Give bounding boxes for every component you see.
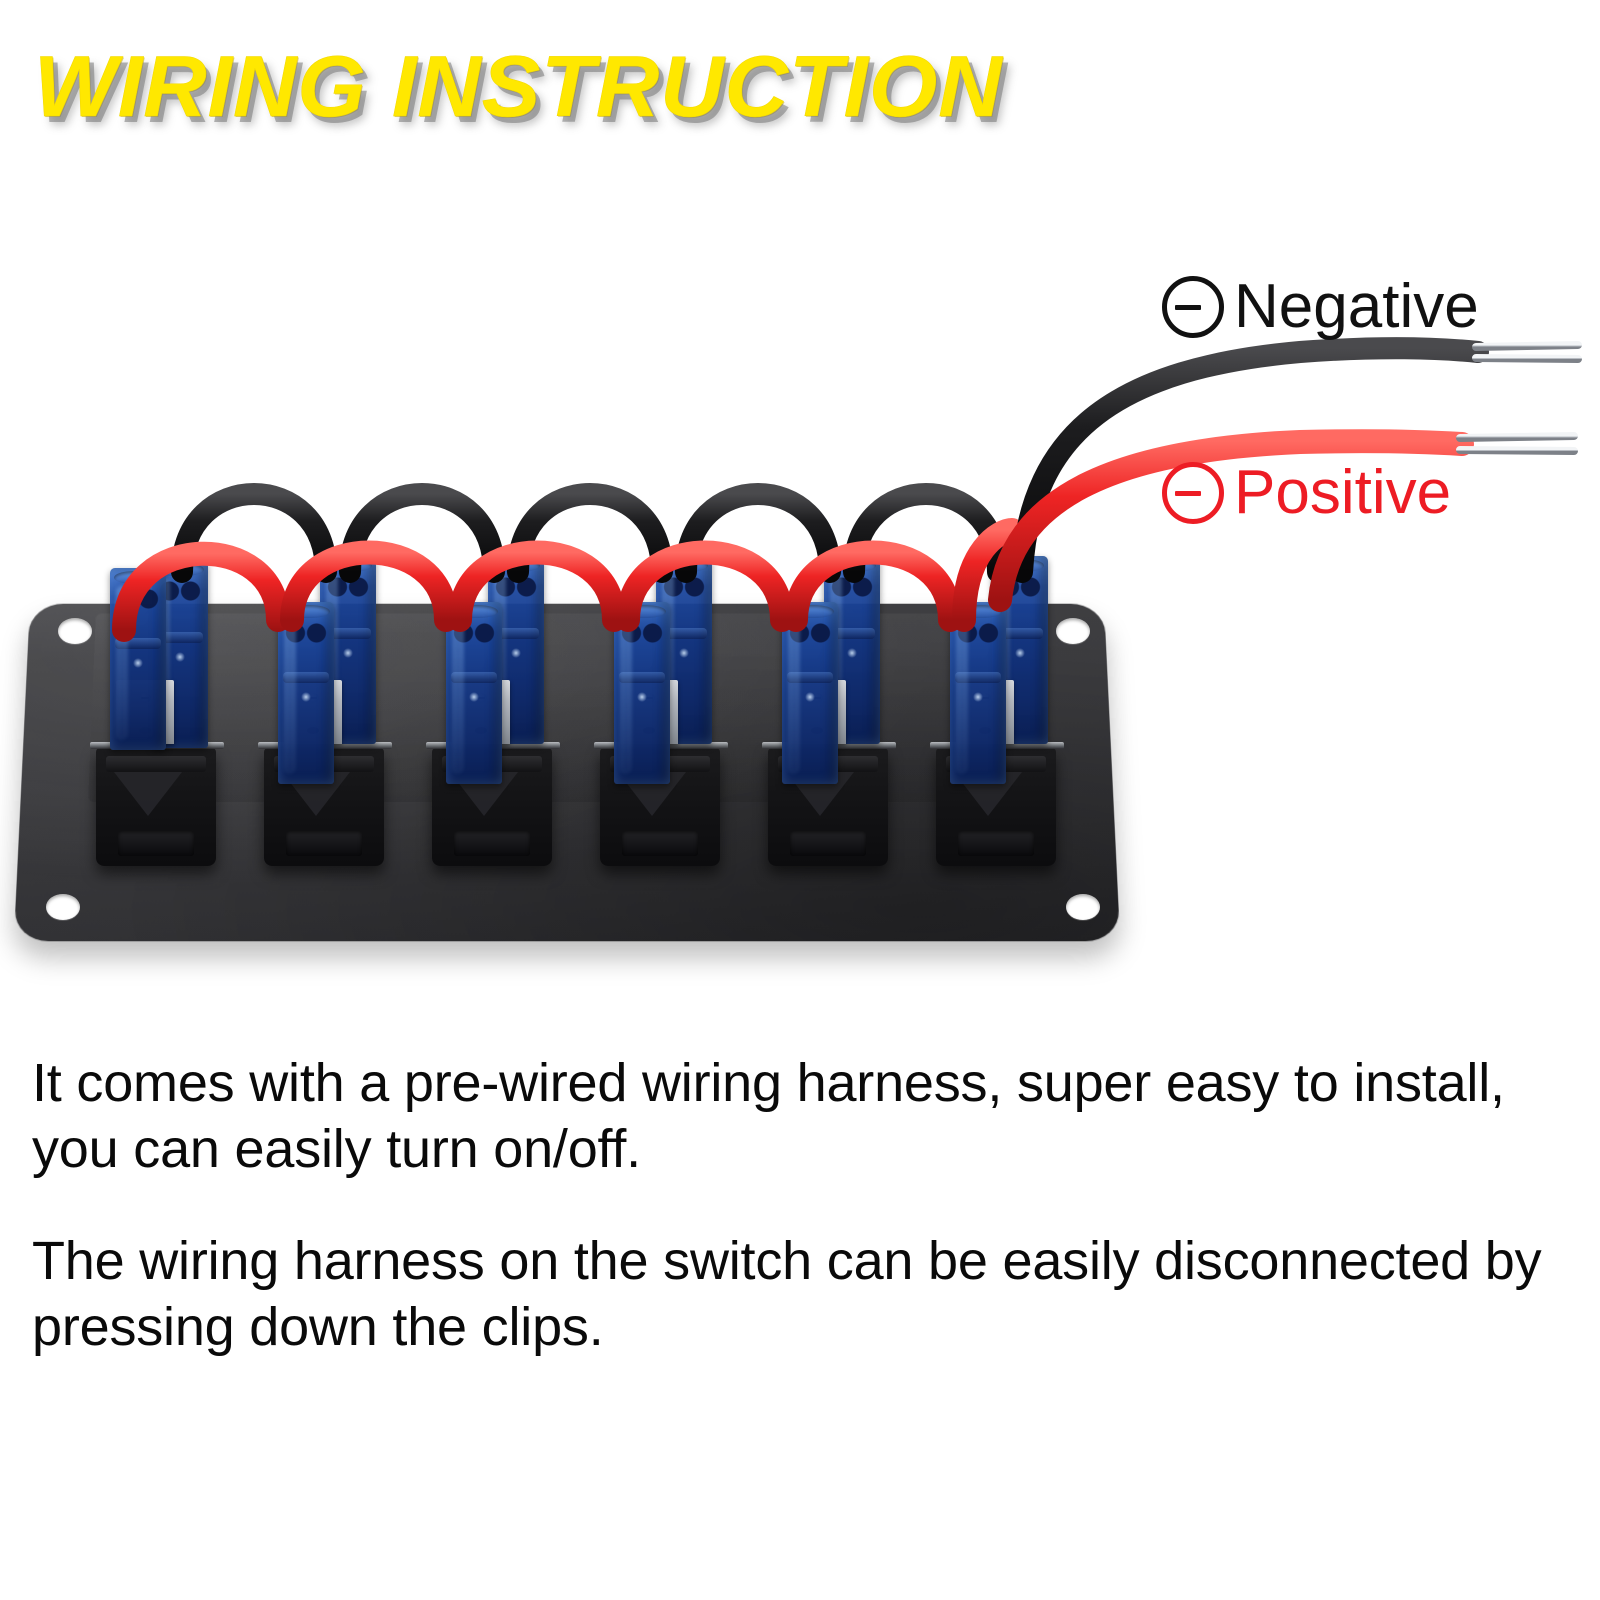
connector-specular (301, 692, 311, 702)
mount-hole-top-right (1056, 618, 1090, 644)
positive-loop-1 (112, 541, 290, 642)
connector-band (829, 628, 875, 639)
connector-housing-front[interactable] (278, 602, 334, 784)
positive-loop-2 (280, 540, 458, 632)
positive-loop-6 (952, 518, 1024, 632)
negative-loop-group (171, 483, 1009, 583)
negative-lead-text: Negative (1234, 272, 1479, 341)
connector-specular (511, 648, 521, 658)
connector-specular (679, 648, 689, 658)
circled-minus-icon (1162, 276, 1224, 338)
description-block: It comes with a pre-wired wiring harness… (32, 1050, 1552, 1360)
connector-band (493, 628, 539, 639)
connector-latch-lobes (831, 576, 873, 598)
positive-loop-5 (784, 540, 962, 632)
connector-specular (469, 692, 479, 702)
negative-loop-4 (675, 483, 841, 583)
positive-lead-text: Positive (1234, 458, 1452, 527)
connector-specular (133, 658, 143, 668)
connector-gloss (956, 620, 968, 774)
connector-specular (805, 692, 815, 702)
mount-hole-top-left (58, 618, 92, 644)
connector-band (325, 628, 371, 639)
connector-gloss (788, 620, 800, 774)
positive-loop-group (112, 518, 1024, 642)
negative-loop-1 (171, 483, 337, 583)
positive-lead-label: Positive (1162, 462, 1451, 524)
connector-band (157, 632, 203, 643)
switch-unit-3[interactable] (418, 552, 572, 866)
connector-gloss (452, 620, 464, 774)
connector-specular (343, 648, 353, 658)
description-paragraph-1: It comes with a pre-wired wiring harness… (32, 1053, 1505, 1179)
connector-band (955, 672, 1001, 683)
connector-gloss (620, 620, 632, 774)
mount-hole-bottom-left (46, 894, 80, 920)
switch-unit-5[interactable] (754, 552, 908, 866)
connector-latch-lobes (327, 576, 369, 598)
rocker-wedge (114, 772, 182, 816)
negative-lead-label: Negative (1162, 276, 1479, 338)
connector-specular (1015, 648, 1025, 658)
connector-band (451, 672, 497, 683)
positive-loop-4 (616, 540, 794, 632)
negative-loop-2 (339, 483, 505, 583)
connector-specular (847, 648, 857, 658)
description-paragraph-2: The wiring harness on the switch can be … (32, 1231, 1542, 1357)
connector-housing-front[interactable] (950, 602, 1006, 784)
rocker-switch-body[interactable] (96, 748, 216, 866)
connector-specular (175, 652, 185, 662)
connector-specular (637, 692, 647, 702)
positive-wire-tip (1456, 432, 1578, 455)
circled-minus-icon (1162, 462, 1224, 524)
connector-latch-lobes (495, 576, 537, 598)
positive-loop-3 (448, 540, 626, 632)
negative-wire-tip (1472, 341, 1582, 363)
connector-band (787, 672, 833, 683)
product-illustration: Negative Positive (0, 200, 1600, 1020)
negative-main-lead (1011, 337, 1489, 583)
connector-latch-lobes (663, 576, 705, 598)
wiring-harness (112, 337, 1582, 642)
switch-unit-2[interactable] (250, 552, 404, 866)
connector-band (619, 672, 665, 683)
connector-specular (973, 692, 983, 702)
mount-hole-bottom-right (1066, 894, 1100, 920)
connector-band (283, 672, 329, 683)
positive-main-lead (988, 429, 1474, 612)
connector-band (997, 628, 1043, 639)
switch-unit-6[interactable] (922, 552, 1076, 866)
connector-gloss (284, 620, 296, 774)
connector-latch-lobes (159, 580, 201, 602)
connector-band (661, 628, 707, 639)
connector-band (115, 638, 161, 649)
title-banner: WIRING INSTRUCTION (34, 34, 1034, 144)
negative-loop-3 (507, 483, 673, 583)
page-title: WIRING INSTRUCTION (34, 39, 1003, 136)
